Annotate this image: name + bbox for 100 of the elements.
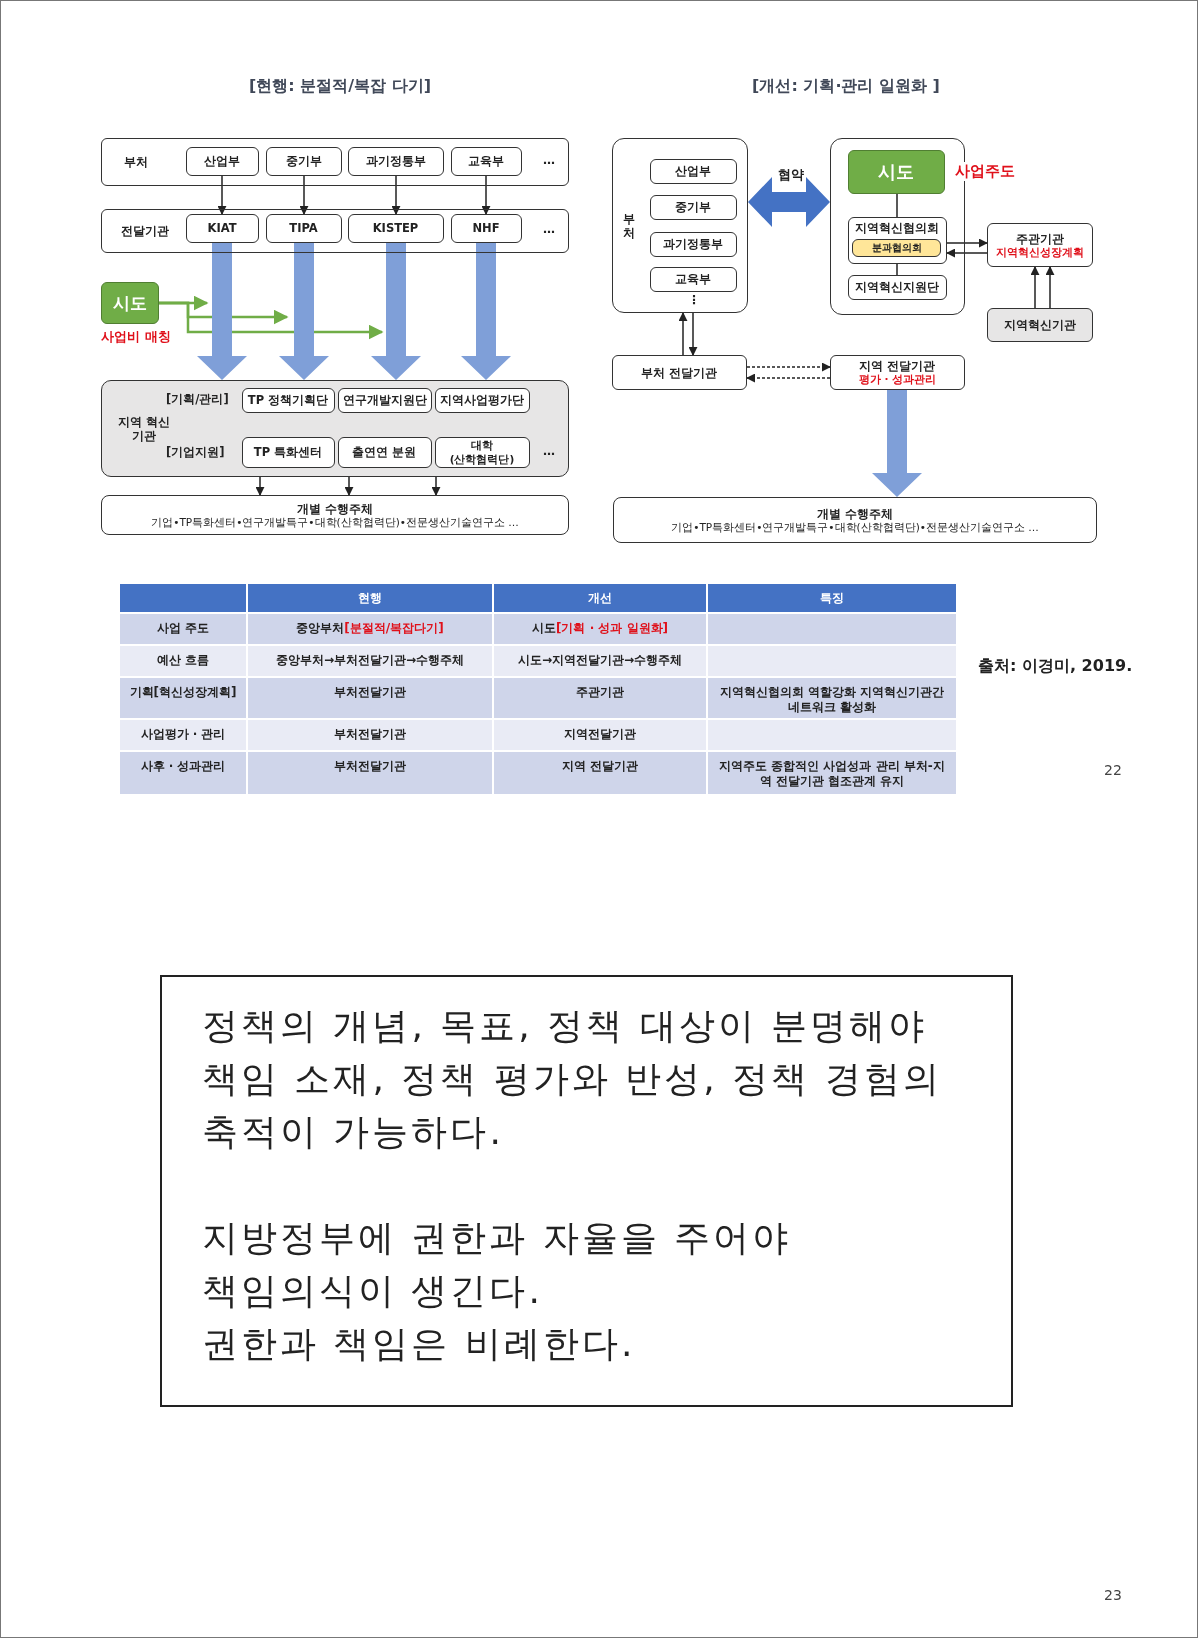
row-header: 사후 · 성과관리: [120, 752, 246, 794]
column-header: 현행: [248, 584, 492, 612]
column-header: 특징: [708, 584, 956, 612]
node-label: 지역혁신지원단: [855, 280, 939, 294]
node-label: 출연연 분원: [352, 445, 417, 459]
org-box: [347, 146, 444, 176]
org-box: [241, 387, 335, 413]
org-box: [450, 146, 522, 176]
org-box: [649, 194, 737, 220]
node-label: 지역사업평가단: [440, 393, 524, 407]
row-header: 사업 주도: [120, 614, 246, 644]
org-box: [847, 274, 947, 300]
org-box: [987, 223, 1093, 267]
table-cell: 중앙부처[분절적/복잡다기]: [248, 614, 492, 644]
ellipsis-mark: …: [543, 153, 555, 167]
arrow: [255, 476, 265, 496]
org-box: [847, 216, 947, 264]
panel-heading: [현행: 분절적/복잡 다기]: [248, 76, 432, 97]
group-label: 부처: [622, 211, 636, 240]
group-box: [101, 380, 569, 477]
node-label: 시도: [113, 292, 147, 314]
node-label: TIPA: [289, 221, 318, 235]
connector-line: [896, 193, 898, 218]
group-box: [101, 209, 569, 253]
row-header: 기획[혁신성장계획]: [120, 678, 246, 718]
node-label: 교육부: [675, 272, 711, 286]
org-box: [337, 436, 432, 468]
page-number: 22: [1104, 762, 1122, 778]
table-cell: 지역전달기관: [494, 720, 706, 750]
table-cell: 시도[기획 · 성과 일원화]: [494, 614, 706, 644]
org-box: [450, 213, 522, 243]
node-label: 개별 수행주체: [297, 501, 373, 516]
node-label: 분과협의회: [871, 241, 922, 255]
org-box: [241, 436, 335, 468]
org-box: [265, 146, 342, 176]
table-cell: 부처전달기관: [248, 752, 492, 794]
org-box: [830, 355, 965, 390]
node-label: NHF: [472, 221, 500, 235]
node-label: 연구개발지원단: [342, 393, 427, 407]
node-label: 부처 전달기관: [641, 365, 718, 380]
table-cell: 지역혁신협의회 역할강화 지역혁신기관간 네트워크 활성화: [708, 678, 956, 718]
block-arrow: [371, 243, 421, 380]
arrow: [481, 175, 491, 215]
node-sublabel: 평가 · 성과관리: [858, 373, 937, 386]
node-label: 대학 (산학협력단): [448, 437, 516, 467]
org-box: [265, 213, 342, 243]
block-arrow: [279, 243, 329, 380]
arrow: [217, 175, 227, 215]
row-header: 사업평가 · 관리: [120, 720, 246, 750]
arrow: [1045, 266, 1055, 309]
arrow: [746, 373, 831, 383]
block-arrow: [872, 390, 922, 497]
node-label: 지역혁신기관: [1004, 318, 1076, 332]
node-sublabel: 기업•TP특화센터•연구개발특구•대학(산학협력단)•전문생산기술연구소 …: [671, 520, 1039, 534]
org-box: [185, 146, 259, 176]
row-label: [기업지원]: [166, 445, 225, 460]
group-box: [101, 138, 569, 186]
org-box: [612, 355, 747, 390]
node-label: 산업부: [675, 164, 711, 178]
arrow: [344, 476, 354, 496]
ellipsis-mark: ⋮: [688, 293, 700, 307]
arrow: [431, 476, 441, 496]
group-label: 부처: [123, 155, 149, 169]
arrow: [688, 312, 698, 356]
org-box: [337, 387, 432, 413]
org-box: [649, 231, 737, 257]
node-label: 개별 수행주체: [817, 506, 893, 521]
arrow: [1030, 266, 1040, 309]
block-arrow: [461, 243, 511, 380]
group-label: 전달기관: [120, 224, 170, 238]
table-cell: 부처전달기관: [248, 720, 492, 750]
group-box: [612, 138, 748, 313]
node-label: 과기정통부: [365, 154, 426, 168]
table-cell: 지역주도 종합적인 사업성과 관리 부처-지역 전달기관 협조관계 유지: [708, 752, 956, 794]
node-label: TP 정책기획단: [247, 393, 329, 407]
node-label: 지역 전달기관: [859, 359, 936, 373]
annotation-text: 사업주도: [955, 162, 1015, 181]
node-label: 지역혁신협의회: [855, 220, 939, 235]
node-label: 교육부: [468, 154, 504, 168]
org-box: [649, 158, 737, 184]
edge-label: 협약: [778, 166, 804, 184]
table-cell: 부처전달기관: [248, 678, 492, 718]
block-arrow: [197, 243, 247, 380]
org-box: [347, 213, 444, 243]
node-label: 산업부: [204, 154, 240, 168]
arrow: [299, 175, 309, 215]
row-label: [기획/관리]: [166, 392, 229, 407]
annotation-text: 사업비 매칭: [101, 328, 171, 346]
org-box: [101, 282, 159, 324]
arrow: [678, 312, 688, 356]
ellipsis-mark: …: [543, 222, 555, 236]
ellipsis-mark: …: [543, 444, 555, 458]
connector-line: [896, 263, 898, 276]
node-label: KIAT: [207, 221, 237, 235]
org-box: [852, 239, 941, 257]
paragraph: 정책의 개념, 목표, 정책 대상이 분명해야 책임 소재, 정책 평가와 반성, 정책 경험의 축적이 가능하다.: [202, 1004, 943, 1154]
org-box: [101, 495, 569, 535]
text-panel: [160, 975, 1013, 1407]
org-box: [434, 387, 530, 413]
table-cell: 중앙부처→부처전달기관→수행주체: [248, 646, 492, 676]
